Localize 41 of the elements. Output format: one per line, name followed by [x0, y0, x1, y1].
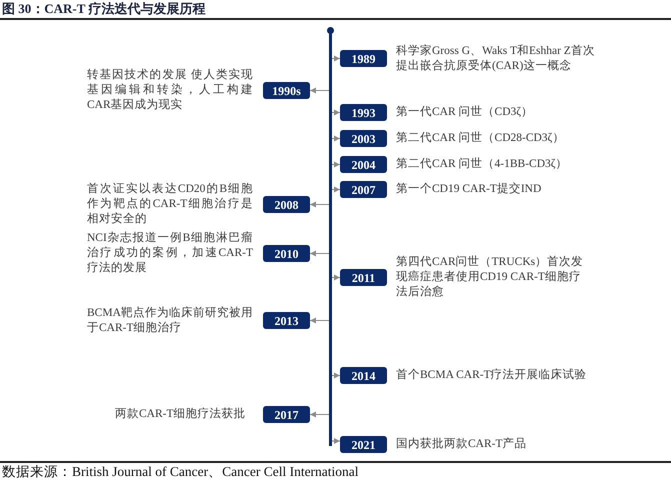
event-description: NCI杂志报道一例B细胞淋巴瘤治疗成功的案例，加速CAR-T疗法的发展 — [87, 231, 253, 276]
year-marker: 2013 — [263, 312, 310, 329]
year-marker: 2007 — [340, 181, 387, 198]
figure-title: 图 30：CAR-T 疗法迭代与发展历程 — [2, 1, 206, 16]
event-description: 第二代CAR 问世（CD28-CD3ζ） — [396, 131, 564, 146]
arrow — [332, 162, 340, 168]
arrow — [332, 110, 340, 116]
event-description: 两款CAR-T细胞疗法获批 — [115, 407, 246, 422]
event-description: 转基因技术的发展 使人类实现基因编辑和转染，人工构建CAR基因成为现实 — [87, 68, 253, 113]
event-description: 第二代CAR 问世（4-1BB-CD3ζ） — [396, 157, 568, 172]
arrow — [310, 318, 330, 324]
year-marker: 2014 — [340, 367, 387, 384]
arrow — [332, 56, 340, 62]
event-description: 首次证实以表达CD20的B细胞作为靶点的CAR-T细胞治疗是相对安全的 — [87, 182, 253, 227]
event-description: BCMA靶点作为临床前研究被用于CAR-T细胞治疗 — [87, 306, 253, 336]
arrow — [310, 412, 330, 418]
event-description: 第一个CD19 CAR-T提交IND — [396, 182, 542, 197]
arrow — [332, 438, 340, 444]
year-marker: 2021 — [340, 436, 387, 453]
year-marker: 2003 — [340, 130, 387, 147]
event-description: 第四代CAR问世（TRUCKs）首次发现癌症患者使用CD19 CAR-T细胞疗法后治愈 — [396, 255, 584, 300]
year-marker: 2011 — [340, 269, 387, 286]
year-marker: 1993 — [340, 104, 387, 121]
arrow — [332, 274, 340, 280]
year-marker: 1989 — [340, 50, 387, 67]
year-marker: 2004 — [340, 156, 387, 173]
source-caption: 数据来源：British Journal of Cancer、Cancer Cell International — [2, 464, 359, 480]
arrow — [310, 88, 330, 94]
year-marker: 2010 — [263, 245, 310, 262]
arrow — [310, 202, 330, 208]
year-marker: 2008 — [263, 196, 310, 213]
year-marker: 2017 — [263, 406, 310, 423]
arrow — [310, 250, 330, 256]
arrow — [332, 186, 340, 192]
event-description: 科学家Gross G、Waks T和Eshhar Z首次提出嵌合抗原受体(CAR)这一概念 — [396, 44, 596, 74]
arrow — [332, 136, 340, 142]
event-description: 国内获批两款CAR-T产品 — [396, 437, 526, 452]
event-description: 首个BCMA CAR-T疗法开展临床试验 — [396, 368, 587, 383]
event-description: 第一代CAR 问世（CD3ζ） — [396, 105, 534, 120]
year-marker: 1990s — [263, 82, 310, 99]
arrow — [332, 372, 340, 378]
